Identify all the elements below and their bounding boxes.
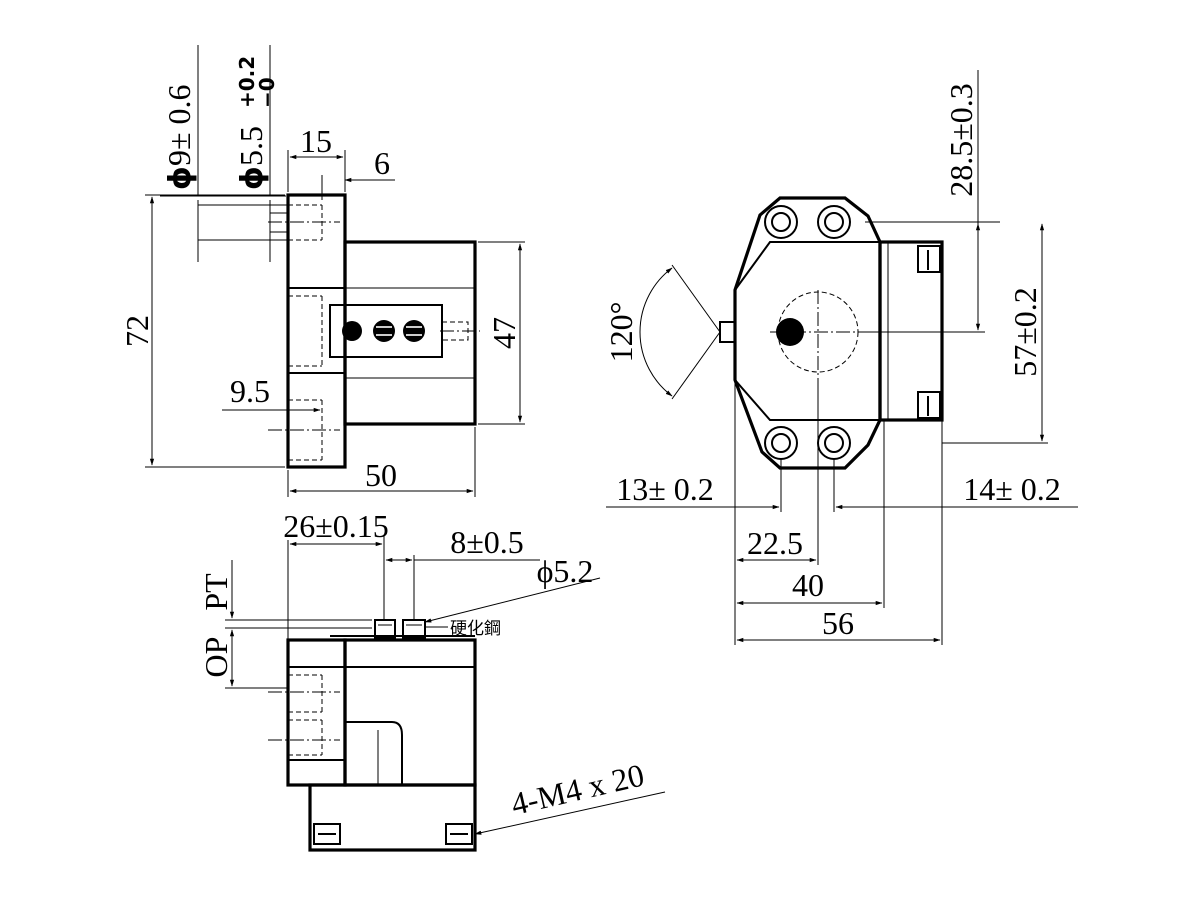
tab-top	[917, 245, 941, 273]
dim-15: 15	[300, 123, 332, 159]
tab-bottom	[917, 391, 941, 419]
dim-13: 13± 0.2	[616, 471, 714, 507]
dim-6: 6	[374, 145, 390, 181]
actuator-dot	[776, 318, 804, 346]
lower-housing	[308, 783, 477, 852]
dim-72: 72	[119, 315, 155, 347]
label-pt: PT	[198, 573, 234, 611]
front-view-dimensions: 72 47 50 9.5 15 6 ϕ 9± 0.6	[119, 45, 525, 497]
tol-plus: +0.2	[235, 56, 259, 108]
bottom-view	[268, 619, 477, 852]
dim-28-5: 28.5±0.3	[943, 83, 979, 197]
dim-22-5: 22.5	[747, 525, 803, 561]
side-view	[719, 196, 944, 470]
body-bottom	[343, 638, 477, 787]
label-op: OP	[198, 637, 234, 678]
side-view-dimensions: 120° 28.5±0.3 57±0.2 13± 0.2 14± 0.2 22.…	[603, 70, 1078, 645]
dim-40: 40	[792, 567, 824, 603]
dim-8: 8±0.5	[450, 524, 524, 560]
label-hardened-steel: 硬化鋼	[450, 619, 501, 639]
dim-50: 50	[365, 457, 397, 493]
phi-symbol-2: ϕ	[235, 166, 270, 190]
tol-minus: −0	[255, 77, 279, 108]
dim-14: 14± 0.2	[963, 471, 1061, 507]
bottom-tab-right	[445, 823, 473, 845]
terminal-screw-2	[373, 320, 395, 342]
dim-9-5: 9.5	[230, 373, 270, 409]
dim-26: 26±0.15	[283, 508, 389, 544]
dim-47: 47	[486, 317, 522, 349]
dim-120deg: 120°	[603, 302, 639, 363]
phi-symbol-1: ϕ	[163, 166, 198, 190]
dim-56: 56	[822, 605, 854, 641]
plunger	[719, 321, 736, 343]
bottom-tab-left	[313, 823, 341, 845]
plunger-left	[374, 619, 396, 639]
label-m4: 4-M4 x 20	[508, 757, 648, 822]
terminal-screw-1	[342, 321, 362, 341]
body-right	[878, 240, 944, 422]
dim-phi5-2: ϕ5.2	[537, 553, 594, 589]
screw-holes	[764, 205, 851, 460]
dim-phi5-5: 5.5	[233, 126, 269, 166]
front-view	[268, 193, 480, 469]
dim-phi9: 9± 0.6	[161, 84, 197, 166]
dim-57: 57±0.2	[1007, 287, 1043, 377]
terminal-screw-3	[403, 320, 425, 342]
mounting-flange	[286, 193, 347, 469]
